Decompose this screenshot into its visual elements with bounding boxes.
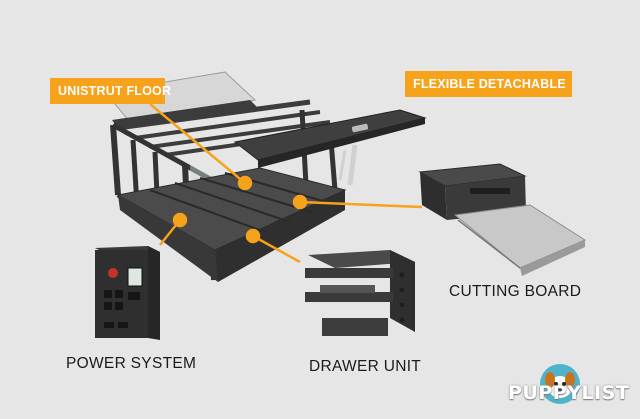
unistrut-floor bbox=[116, 167, 347, 282]
dog-mascot-icon bbox=[540, 364, 580, 404]
logo-part-puppy: PUPPY bbox=[508, 382, 582, 404]
label-drawer-unit: DRAWER UNIT bbox=[309, 358, 422, 375]
drawer-unit bbox=[305, 250, 415, 336]
callout-unistrut-floor: UNISTRUT FLOOR bbox=[50, 78, 171, 104]
callout-lines bbox=[149, 103, 423, 264]
flexible-detachable-table bbox=[233, 109, 427, 186]
callout-flexible-detachable: FLEXIBLE DETACHABLE bbox=[405, 71, 572, 97]
label-power-system: POWER SYSTEM bbox=[66, 355, 197, 372]
logo-part-list: LIST bbox=[581, 382, 630, 404]
cutting-board-drawer bbox=[418, 163, 587, 276]
label-cutting-board: CUTTING BOARD bbox=[449, 283, 582, 300]
power-system-box bbox=[95, 246, 160, 340]
logo-wordmark: PUPPYLIST bbox=[508, 382, 629, 404]
